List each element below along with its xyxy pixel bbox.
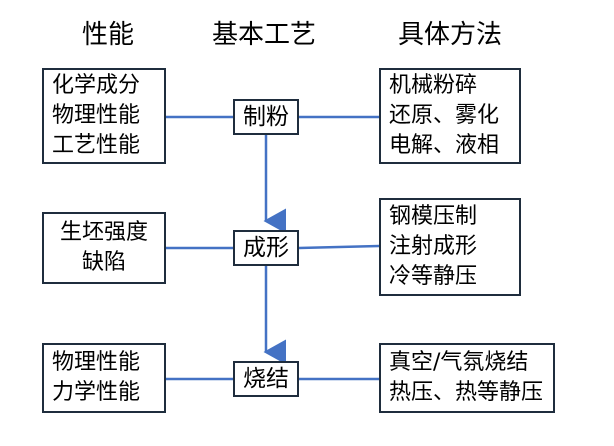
methods-line: 真空/气氛烧结: [389, 350, 529, 375]
properties-line: 缺陷: [81, 250, 126, 275]
process-step-label: 烧结: [243, 366, 289, 392]
header-methods: 具体方法: [397, 20, 502, 50]
process-step-label: 成形: [243, 235, 289, 261]
methods-line: 冷等静压: [389, 264, 478, 289]
methods-box-2: 钢模压制 注射成形 冷等静压: [379, 198, 521, 296]
process-step-forming: 成形: [233, 230, 299, 266]
methods-line: 电解、液相: [389, 133, 500, 158]
header-properties: 性能: [81, 20, 134, 50]
connector-methods-2: [298, 244, 380, 250]
properties-box-3: 物理性能 力学性能: [42, 343, 166, 413]
properties-line: 化学成分: [52, 73, 141, 98]
methods-line: 热压、热等静压: [389, 380, 544, 405]
properties-box-2: 生坯强度 缺陷: [42, 212, 166, 284]
methods-line: 还原、雾化: [389, 103, 500, 128]
process-step-label: 制粉: [243, 104, 289, 130]
properties-line: 物理性能: [52, 103, 141, 128]
properties-box-1: 化学成分 物理性能 工艺性能: [42, 68, 166, 164]
properties-line: 生坯强度: [59, 220, 148, 245]
methods-line: 钢模压制: [389, 204, 478, 229]
header-process: 基本工艺: [211, 20, 316, 50]
methods-line: 注射成形: [389, 234, 478, 259]
methods-line: 机械粉碎: [389, 73, 478, 98]
methods-box-1: 机械粉碎 还原、雾化 电解、液相: [379, 68, 521, 164]
process-step-sintering: 烧结: [233, 361, 299, 397]
properties-line: 物理性能: [52, 350, 141, 375]
process-step-powder: 制粉: [233, 99, 299, 135]
properties-line: 工艺性能: [52, 133, 141, 158]
methods-box-3: 真空/气氛烧结 热压、热等静压: [379, 343, 555, 413]
properties-line: 力学性能: [52, 380, 141, 405]
